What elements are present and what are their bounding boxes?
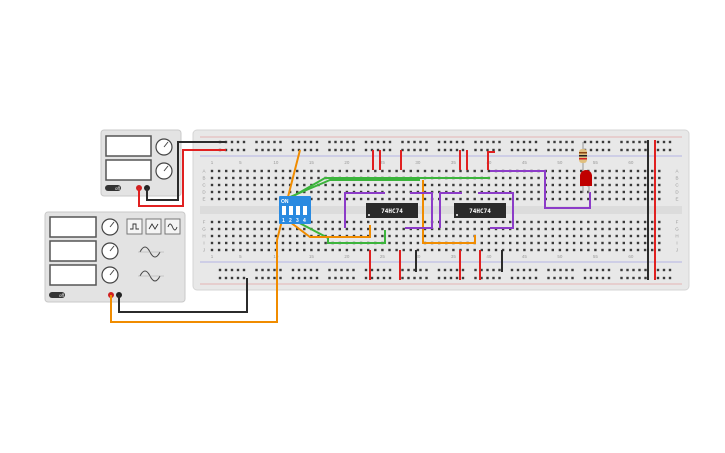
row-letter: E	[202, 197, 205, 202]
column-number: 30	[415, 254, 421, 259]
column-number: 20	[344, 254, 350, 259]
row-letter: A	[202, 169, 205, 174]
column-number: 60	[628, 254, 634, 259]
wire-black-psu[interactable]	[146, 141, 226, 201]
offset-display	[49, 264, 97, 286]
column-number: 45	[522, 254, 528, 259]
power-supply-switch-label: off	[115, 186, 121, 191]
dip-switch-3[interactable]	[296, 206, 300, 215]
chip-label: 74HC74	[469, 208, 491, 215]
wire-purple-4[interactable]	[478, 192, 514, 229]
row-letter: D	[202, 190, 206, 195]
column-number: 15	[309, 160, 315, 165]
row-letter: A	[675, 169, 678, 174]
row-letter: I	[676, 241, 677, 246]
triangle-wave-icon	[148, 223, 159, 230]
row-letter: G	[675, 227, 679, 232]
dip-switch[interactable]: ON 1 2 3 4	[279, 196, 311, 224]
dip-switch-4[interactable]	[303, 206, 307, 215]
row-letter: B	[202, 176, 205, 181]
column-number: 50	[557, 160, 563, 165]
column-number: 40	[486, 160, 492, 165]
led[interactable]	[580, 170, 592, 193]
column-number: 25	[380, 160, 386, 165]
wire-red-psu[interactable]	[138, 149, 226, 207]
row-letter: B	[675, 176, 678, 181]
jumper-red-6[interactable]	[487, 151, 495, 170]
wire-black-fg[interactable]	[118, 278, 248, 313]
column-number: 1	[211, 254, 214, 259]
row-letter: I	[203, 241, 204, 246]
power-supply[interactable]: off	[100, 129, 182, 197]
wire-purple-1[interactable]	[344, 192, 385, 228]
column-number: 15	[309, 254, 315, 259]
wire-orange-3[interactable]	[422, 180, 476, 244]
row-letter: F	[203, 220, 206, 225]
dip-switch-2[interactable]	[289, 206, 293, 215]
row-letter: D	[675, 190, 679, 195]
dip-switch-1[interactable]	[282, 206, 286, 215]
square-wave-button[interactable]	[126, 218, 143, 235]
row-letter: H	[675, 234, 678, 239]
row-letter: J	[203, 248, 205, 253]
function-generator[interactable]: off	[44, 211, 186, 303]
wire-green-3[interactable]	[289, 217, 386, 244]
current-display	[105, 159, 152, 181]
dip-num-3: 3	[296, 218, 299, 224]
chip-label: 74HC74	[381, 208, 403, 215]
dip-num-2: 2	[289, 218, 292, 224]
row-letter: C	[675, 183, 679, 188]
function-generator-switch-label: off	[59, 293, 65, 298]
column-number: 5	[239, 254, 242, 259]
column-number: 30	[415, 160, 421, 165]
column-number: 60	[628, 160, 634, 165]
resistor[interactable]	[579, 142, 587, 170]
frequency-display	[49, 216, 97, 238]
power-supply-switch[interactable]	[105, 185, 121, 191]
row-letter: F	[676, 220, 679, 225]
chip-74hc74-2[interactable]: 74HC74	[454, 203, 506, 218]
column-number: 40	[486, 254, 492, 259]
column-number: 50	[557, 254, 563, 259]
column-number: 35	[451, 160, 457, 165]
wire-purple-led[interactable]	[490, 170, 591, 209]
column-number: 35	[451, 254, 457, 259]
column-number: 55	[593, 160, 599, 165]
wire-orange-2[interactable]	[289, 221, 371, 238]
voltage-display	[105, 135, 152, 157]
column-number: 1	[211, 160, 214, 165]
row-letter: G	[202, 227, 206, 232]
column-number: 10	[273, 160, 279, 165]
column-number: 5	[239, 160, 242, 165]
amplitude-display	[49, 240, 97, 262]
function-generator-switch[interactable]	[49, 292, 65, 298]
wire-purple-2[interactable]	[405, 192, 433, 229]
chip-74hc74-1[interactable]: 74HC74	[366, 203, 418, 218]
dip-num-1: 1	[282, 218, 285, 224]
wire-purple-3[interactable]	[439, 192, 462, 228]
column-number: 20	[344, 160, 350, 165]
square-wave-icon	[130, 223, 139, 230]
row-letter: C	[202, 183, 206, 188]
wire-green-2[interactable]	[289, 177, 490, 199]
column-number: 55	[593, 254, 599, 259]
dip-num-4: 4	[303, 218, 306, 224]
row-letter: E	[675, 197, 678, 202]
row-letter: J	[676, 248, 678, 253]
dip-on-label: ON	[281, 199, 289, 205]
column-number: 45	[522, 160, 528, 165]
row-letter: H	[202, 234, 205, 239]
column-number: 25	[380, 254, 386, 259]
sine-wave-icon	[167, 223, 178, 231]
